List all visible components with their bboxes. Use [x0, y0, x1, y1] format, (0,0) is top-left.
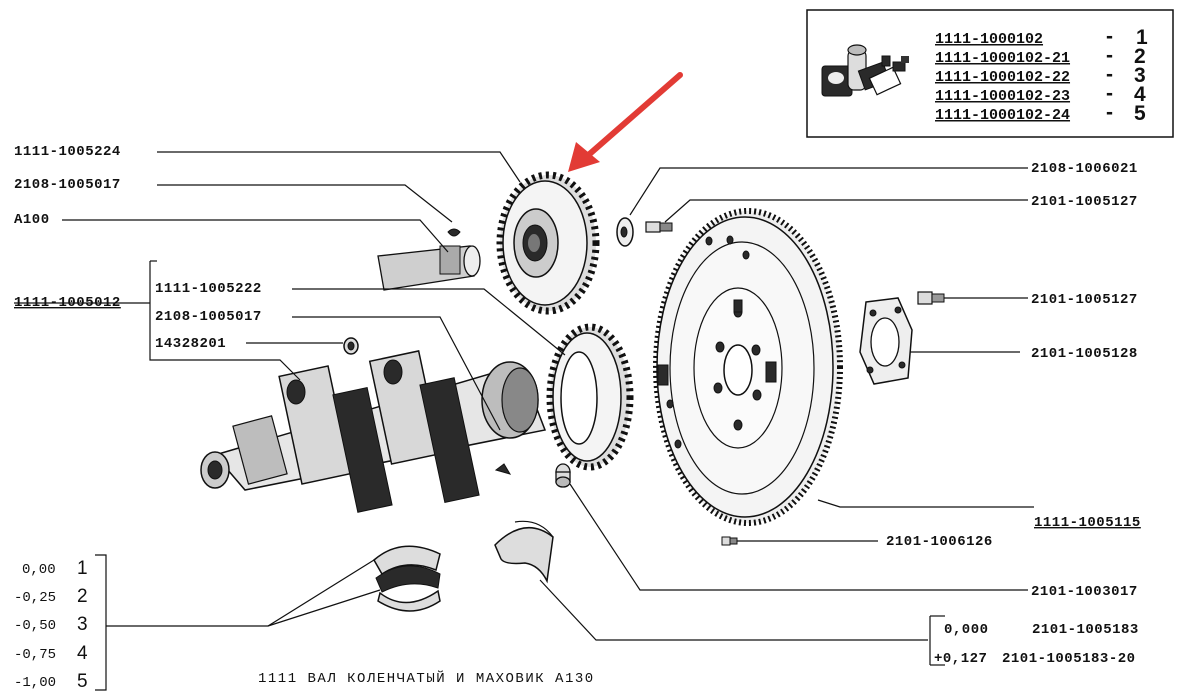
label-1111-1005222: 1111-1005222: [155, 281, 262, 297]
label-14328201: 14328201: [155, 336, 226, 352]
label-2108-1006021: 2108-1006021: [1031, 161, 1138, 177]
legend-sep-2: -: [1106, 44, 1113, 67]
size-num-2: 2: [77, 586, 88, 607]
size-num-4: 4: [77, 643, 88, 664]
bolt-top-part: [645, 221, 673, 233]
label-1111-1005115: 1111-1005115: [1034, 515, 1141, 531]
plug-part: [343, 337, 359, 355]
label-2101-1005183: 2101-1005183: [1032, 622, 1139, 638]
label-2108-1005017-mid: 2108-1005017: [155, 309, 262, 325]
legend-code-3: 1111-1000102-22: [935, 69, 1070, 86]
size-num-3: 3: [77, 614, 88, 635]
main-bearing-shells: [373, 545, 441, 612]
label-2101-1005183-20: 2101-1005183-20: [1002, 651, 1136, 667]
legend-code-4: 1111-1000102-23: [935, 88, 1070, 105]
label-2101-1005127-mid: 2101-1005127: [1031, 292, 1138, 308]
flywheel: [653, 208, 843, 526]
diagram-caption: 1111 ВАЛ КОЛЕНЧАТЫЙ И МАХОВИК А130: [258, 670, 595, 687]
label-2101-1005128: 2101-1005128: [1031, 346, 1138, 362]
legend-code-5: 1111-1000102-24: [935, 107, 1070, 124]
legend-code-2: 1111-1000102-21: [935, 50, 1070, 67]
size-num-5: 5: [77, 671, 88, 692]
size-value-3: -0,50: [14, 618, 56, 634]
size-value-5: -1,00: [14, 675, 56, 691]
key-part: [447, 228, 461, 237]
bolt-bottom-part: [721, 536, 738, 546]
shaft-part: [377, 245, 481, 291]
size-num-1: 1: [77, 558, 88, 579]
legend-num-1: 1: [1136, 26, 1148, 49]
bearing-kit-icon: [821, 44, 909, 97]
legend-sep-3: -: [1106, 63, 1113, 86]
label-size-plus-0127: +0,127: [934, 651, 987, 667]
label-2101-1005127-top: 2101-1005127: [1031, 194, 1138, 210]
legend-sep-5: -: [1106, 101, 1113, 124]
crankshaft-gear: [546, 323, 634, 471]
label-2101-1003017: 2101-1003017: [1031, 584, 1138, 600]
leader-lines: [14, 151, 1034, 691]
bushing-part: [555, 463, 571, 488]
legend-num-5: 5: [1134, 102, 1146, 125]
label-2101-1006126: 2101-1006126: [886, 534, 993, 550]
crankshaft: [200, 350, 547, 513]
legend-code-1: 1111-1000102: [935, 31, 1043, 48]
label-size-0000: 0,000: [944, 622, 989, 638]
washer-part: [616, 217, 634, 247]
legend-num-2: 2: [1134, 45, 1146, 68]
legend-box: 1111-1000102 - 1 1111-1000102-21 - 2 111…: [806, 9, 1174, 138]
label-1111-1005224: 1111-1005224: [14, 144, 121, 160]
label-1111-1005012: 1111-1005012: [14, 295, 121, 311]
plate-part: [859, 297, 913, 385]
legend-sep-4: -: [1106, 82, 1113, 105]
label-2108-1005017-top: 2108-1005017: [14, 177, 121, 193]
camshaft-gear: [496, 171, 600, 315]
red-pointer-arrow-icon: [568, 72, 683, 172]
thrust-half-ring: [494, 520, 554, 584]
legend-sep-1: -: [1106, 25, 1113, 48]
size-value-2: -0,25: [14, 590, 56, 606]
size-value-1: 0,00: [22, 562, 56, 578]
size-value-4: -0,75: [14, 647, 56, 663]
size-table: 0,00 1 -0,25 2 -0,50 3 -0,75 4 -1,00 5: [14, 558, 88, 692]
legend-num-4: 4: [1134, 83, 1146, 106]
bolt-right-part: [917, 291, 945, 305]
label-a100: A100: [14, 212, 50, 228]
legend-num-3: 3: [1134, 64, 1146, 87]
